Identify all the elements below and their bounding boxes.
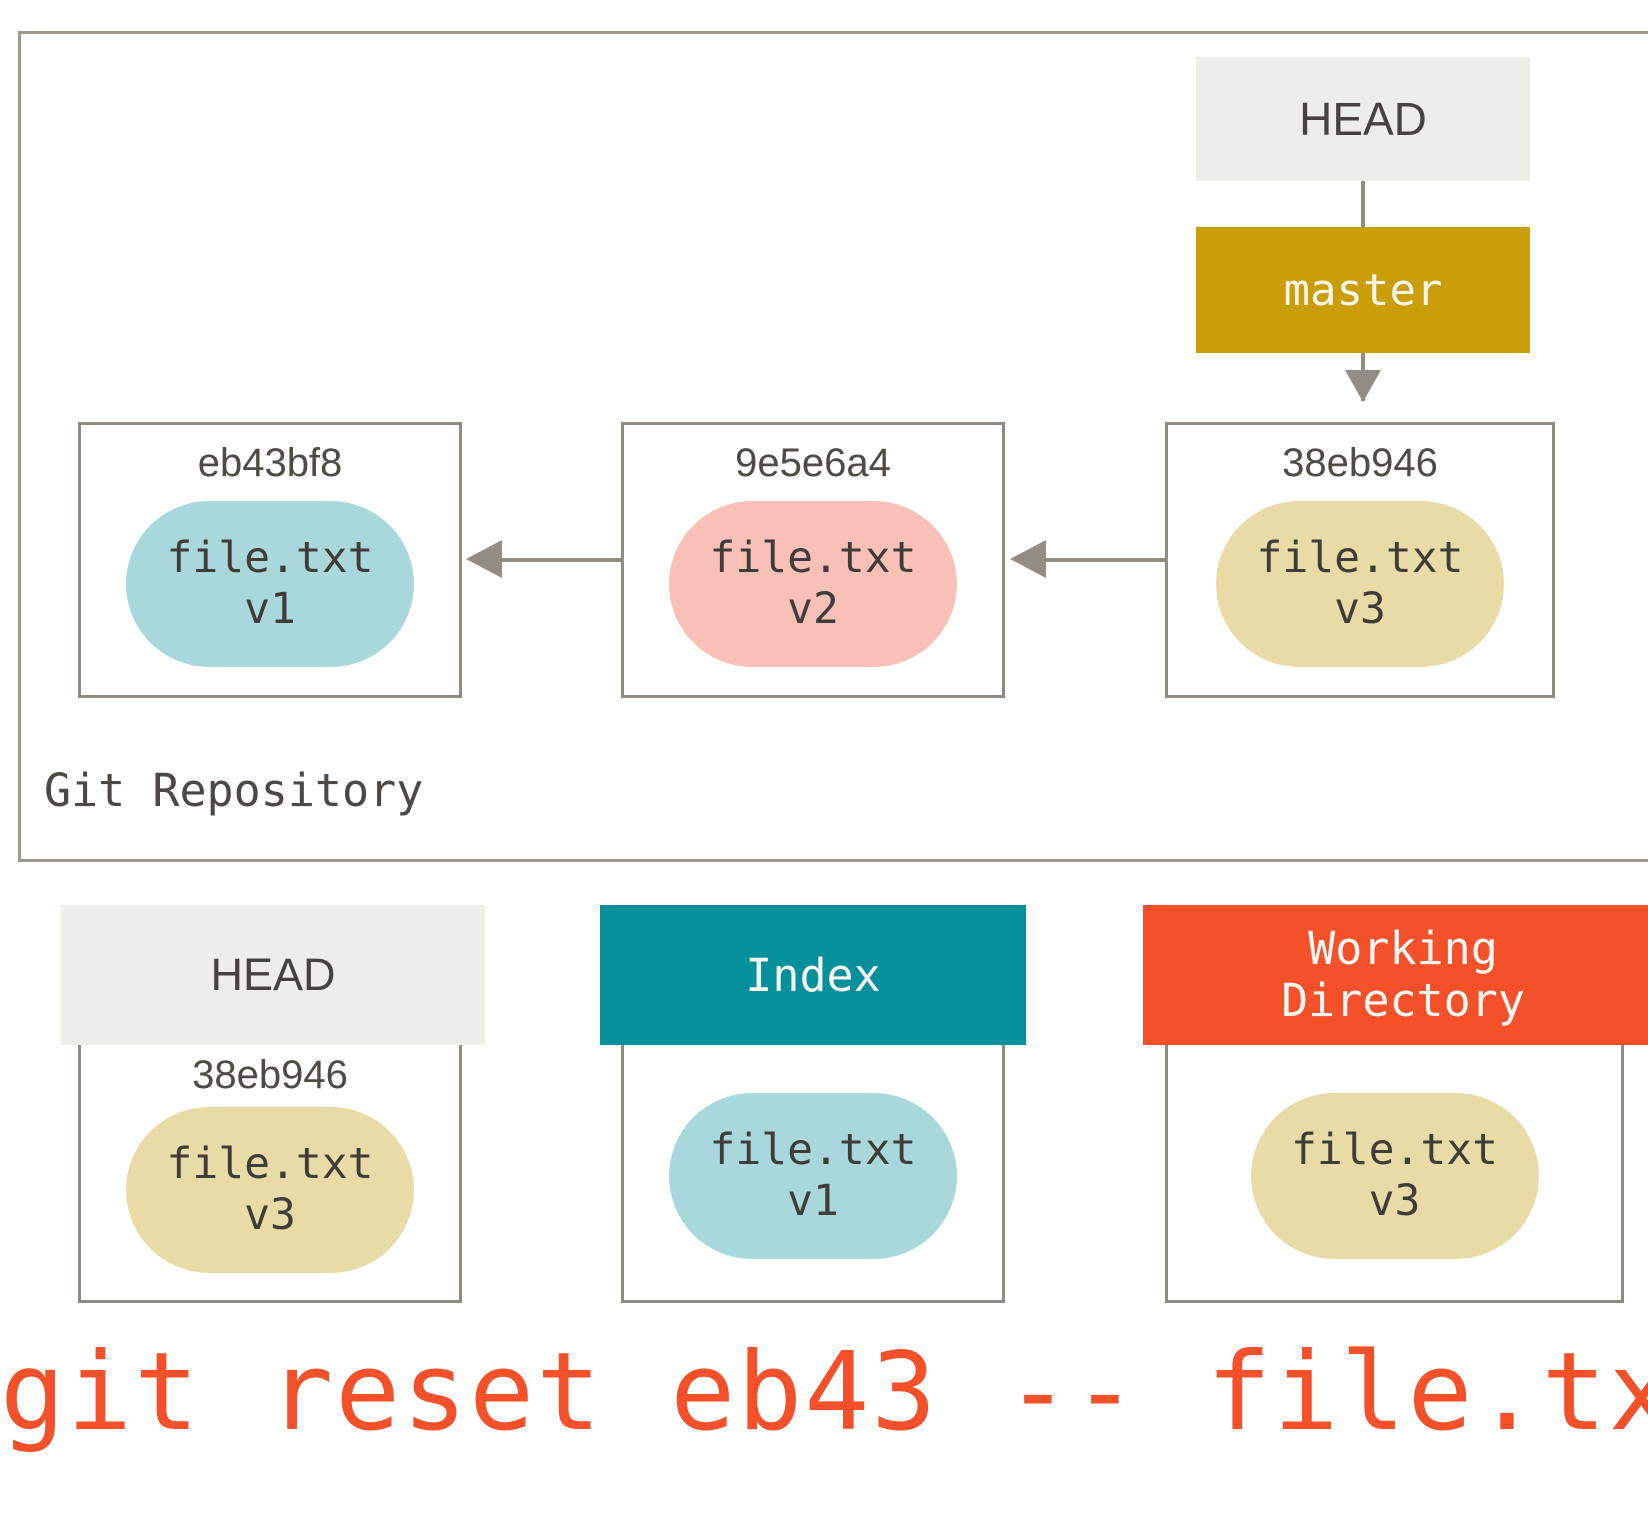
- blob-filename: file.txt: [166, 533, 374, 584]
- head-tree-header: HEAD: [61, 905, 485, 1045]
- head-tree-hash-label: 38eb946: [192, 1053, 348, 1097]
- index-tree-blob: file.txt v1: [669, 1093, 957, 1259]
- index-tree-body: file.txt v1: [621, 1045, 1005, 1303]
- blob-filename: file.txt: [166, 1139, 374, 1190]
- blob-file-v2: file.txt v2: [669, 501, 957, 667]
- blob-version: v2: [787, 584, 839, 634]
- commit-box-9e5e6a4: 9e5e6a4 file.txt v2: [621, 422, 1005, 698]
- index-tree-header: Index: [600, 905, 1026, 1045]
- commit-parent-arrow-line: [1026, 558, 1166, 562]
- git-command-caption: git reset eb43 -- file.txt: [0, 1330, 1648, 1455]
- blob-version: v3: [244, 1190, 296, 1240]
- blob-filename: file.txt: [1256, 533, 1464, 584]
- commit-hash-label: eb43bf8: [197, 441, 343, 485]
- blob-file-v1: file.txt v1: [126, 501, 414, 667]
- master-branch-box: master: [1196, 227, 1530, 353]
- commit-parent-arrow-line: [482, 558, 622, 562]
- blob-version: v1: [787, 1176, 839, 1226]
- blob-filename: file.txt: [709, 1125, 917, 1176]
- commit-box-38eb946: 38eb946 file.txt v3: [1165, 422, 1555, 698]
- arrow-down-icon: [1345, 370, 1381, 402]
- working-directory-blob: file.txt v3: [1250, 1093, 1539, 1259]
- blob-version: v3: [1334, 584, 1386, 634]
- blob-file-v3: file.txt v3: [1216, 501, 1504, 667]
- blob-filename: file.txt: [1290, 1125, 1499, 1176]
- working-directory-body: file.txt v3: [1165, 1045, 1624, 1303]
- blob-version: v1: [244, 584, 296, 634]
- blob-version: v3: [1368, 1176, 1421, 1226]
- blob-filename: file.txt: [709, 533, 917, 584]
- commit-hash-label: 38eb946: [1282, 441, 1438, 485]
- arrow-left-icon: [466, 540, 502, 578]
- head-tree-body: 38eb946 file.txt v3: [78, 1045, 462, 1303]
- commit-hash-label: 9e5e6a4: [735, 441, 891, 485]
- working-directory-header: Working Directory: [1143, 905, 1648, 1045]
- arrow-left-icon: [1010, 540, 1046, 578]
- head-pointer-box: HEAD: [1196, 57, 1530, 181]
- working-directory-header-line2: Directory: [1281, 974, 1525, 1027]
- git-repository-label: Git Repository: [44, 764, 424, 817]
- head-to-master-connector: [1361, 181, 1365, 229]
- working-directory-header-line1: Working: [1308, 922, 1498, 976]
- commit-box-eb43bf8: eb43bf8 file.txt v1: [78, 422, 462, 698]
- head-tree-blob: file.txt v3: [126, 1107, 414, 1273]
